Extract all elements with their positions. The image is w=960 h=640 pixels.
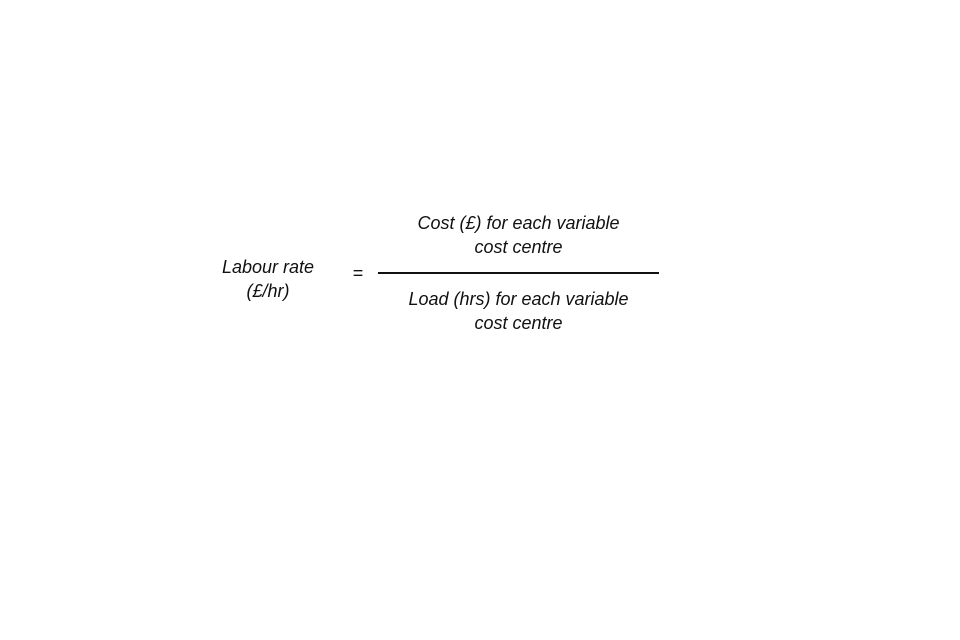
lhs-line-2: (£/hr) (246, 281, 290, 301)
numerator: Cost (£) for each variable cost centre (378, 211, 659, 259)
denominator: Load (hrs) for each variable cost centre (378, 287, 659, 335)
denominator-line-2: cost centre (474, 313, 563, 333)
denominator-line-1: Load (hrs) for each variable (408, 289, 629, 309)
lhs-label: Labour rate (£/hr) (198, 255, 338, 303)
numerator-line-2: cost centre (474, 237, 563, 257)
fraction-bar (378, 272, 659, 274)
equals-sign: = (352, 263, 364, 283)
numerator-line-1: Cost (£) for each variable (417, 213, 620, 233)
lhs-line-1: Labour rate (221, 257, 315, 277)
